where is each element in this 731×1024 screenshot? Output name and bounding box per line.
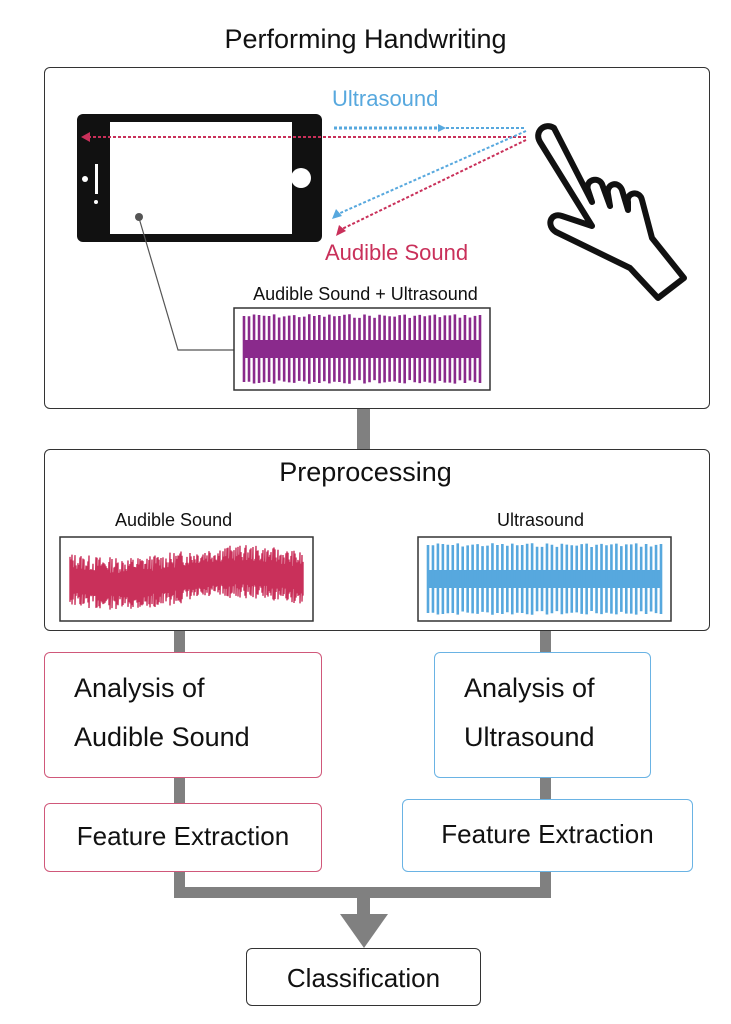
audible-waveform bbox=[59, 536, 314, 622]
connector-ultra-1 bbox=[540, 631, 551, 653]
mixed-waveform-label: Audible Sound + Ultrasound bbox=[253, 284, 478, 304]
smartphone-icon bbox=[77, 114, 322, 242]
down-arrow-icon bbox=[340, 914, 388, 948]
ultrasound-waveform-label: Ultrasound bbox=[497, 510, 585, 530]
ultrasound-label: Ultrasound bbox=[332, 86, 439, 111]
analysis-ultrasound-box: Analysis of Ultrasound bbox=[434, 652, 651, 778]
audible-waveform-label: Audible Sound bbox=[115, 510, 233, 530]
analysis-ultrasound-line2: Ultrasound bbox=[464, 722, 595, 752]
stage2-title: Preprocessing bbox=[279, 457, 452, 487]
merge-right-vertical bbox=[540, 872, 551, 898]
analysis-audible-line2: Audible Sound bbox=[74, 722, 250, 752]
connector-ultra-2 bbox=[540, 778, 551, 799]
merge-left-vertical bbox=[174, 872, 185, 898]
analysis-audible-box: Analysis of Audible Sound bbox=[44, 652, 322, 778]
mixed-waveform bbox=[233, 307, 491, 391]
feature-extraction-ultrasound-box: Feature Extraction bbox=[402, 799, 693, 872]
audible-sound-label: Audible Sound bbox=[325, 240, 469, 265]
merge-down-stem bbox=[357, 898, 370, 915]
pointing-hand-icon bbox=[535, 123, 687, 301]
audible-waveform-trace bbox=[69, 545, 304, 610]
ultrasound-waveform bbox=[417, 536, 672, 622]
ultrasound-reflect-arrowhead bbox=[332, 209, 342, 219]
connector-1 bbox=[357, 409, 370, 449]
ultrasound-emit-arrowhead bbox=[438, 124, 446, 132]
ultrasound-reflect-path bbox=[337, 130, 527, 215]
ultrasound-waveform-trace bbox=[426, 543, 663, 615]
stage1-title: Performing Handwriting bbox=[224, 24, 507, 54]
analysis-ultrasound-line1: Analysis of bbox=[464, 673, 595, 703]
feature-extraction-ultrasound-label: Feature Extraction bbox=[441, 819, 654, 849]
connector-audible-1 bbox=[174, 631, 185, 653]
mixed-waveform-trace bbox=[242, 314, 482, 384]
audible-reflect-arrowhead bbox=[336, 225, 346, 236]
connector-audible-2 bbox=[174, 778, 185, 803]
classification-label: Classification bbox=[286, 963, 441, 993]
analysis-audible-line1: Analysis of bbox=[74, 673, 205, 703]
classification-box: Classification bbox=[246, 948, 481, 1006]
audible-direct-arrowhead bbox=[81, 132, 90, 142]
merge-horizontal bbox=[174, 887, 551, 898]
feature-extraction-audible-label: Feature Extraction bbox=[76, 821, 290, 851]
audible-reflect-path bbox=[341, 139, 527, 230]
feature-extraction-audible-box: Feature Extraction bbox=[44, 803, 322, 872]
